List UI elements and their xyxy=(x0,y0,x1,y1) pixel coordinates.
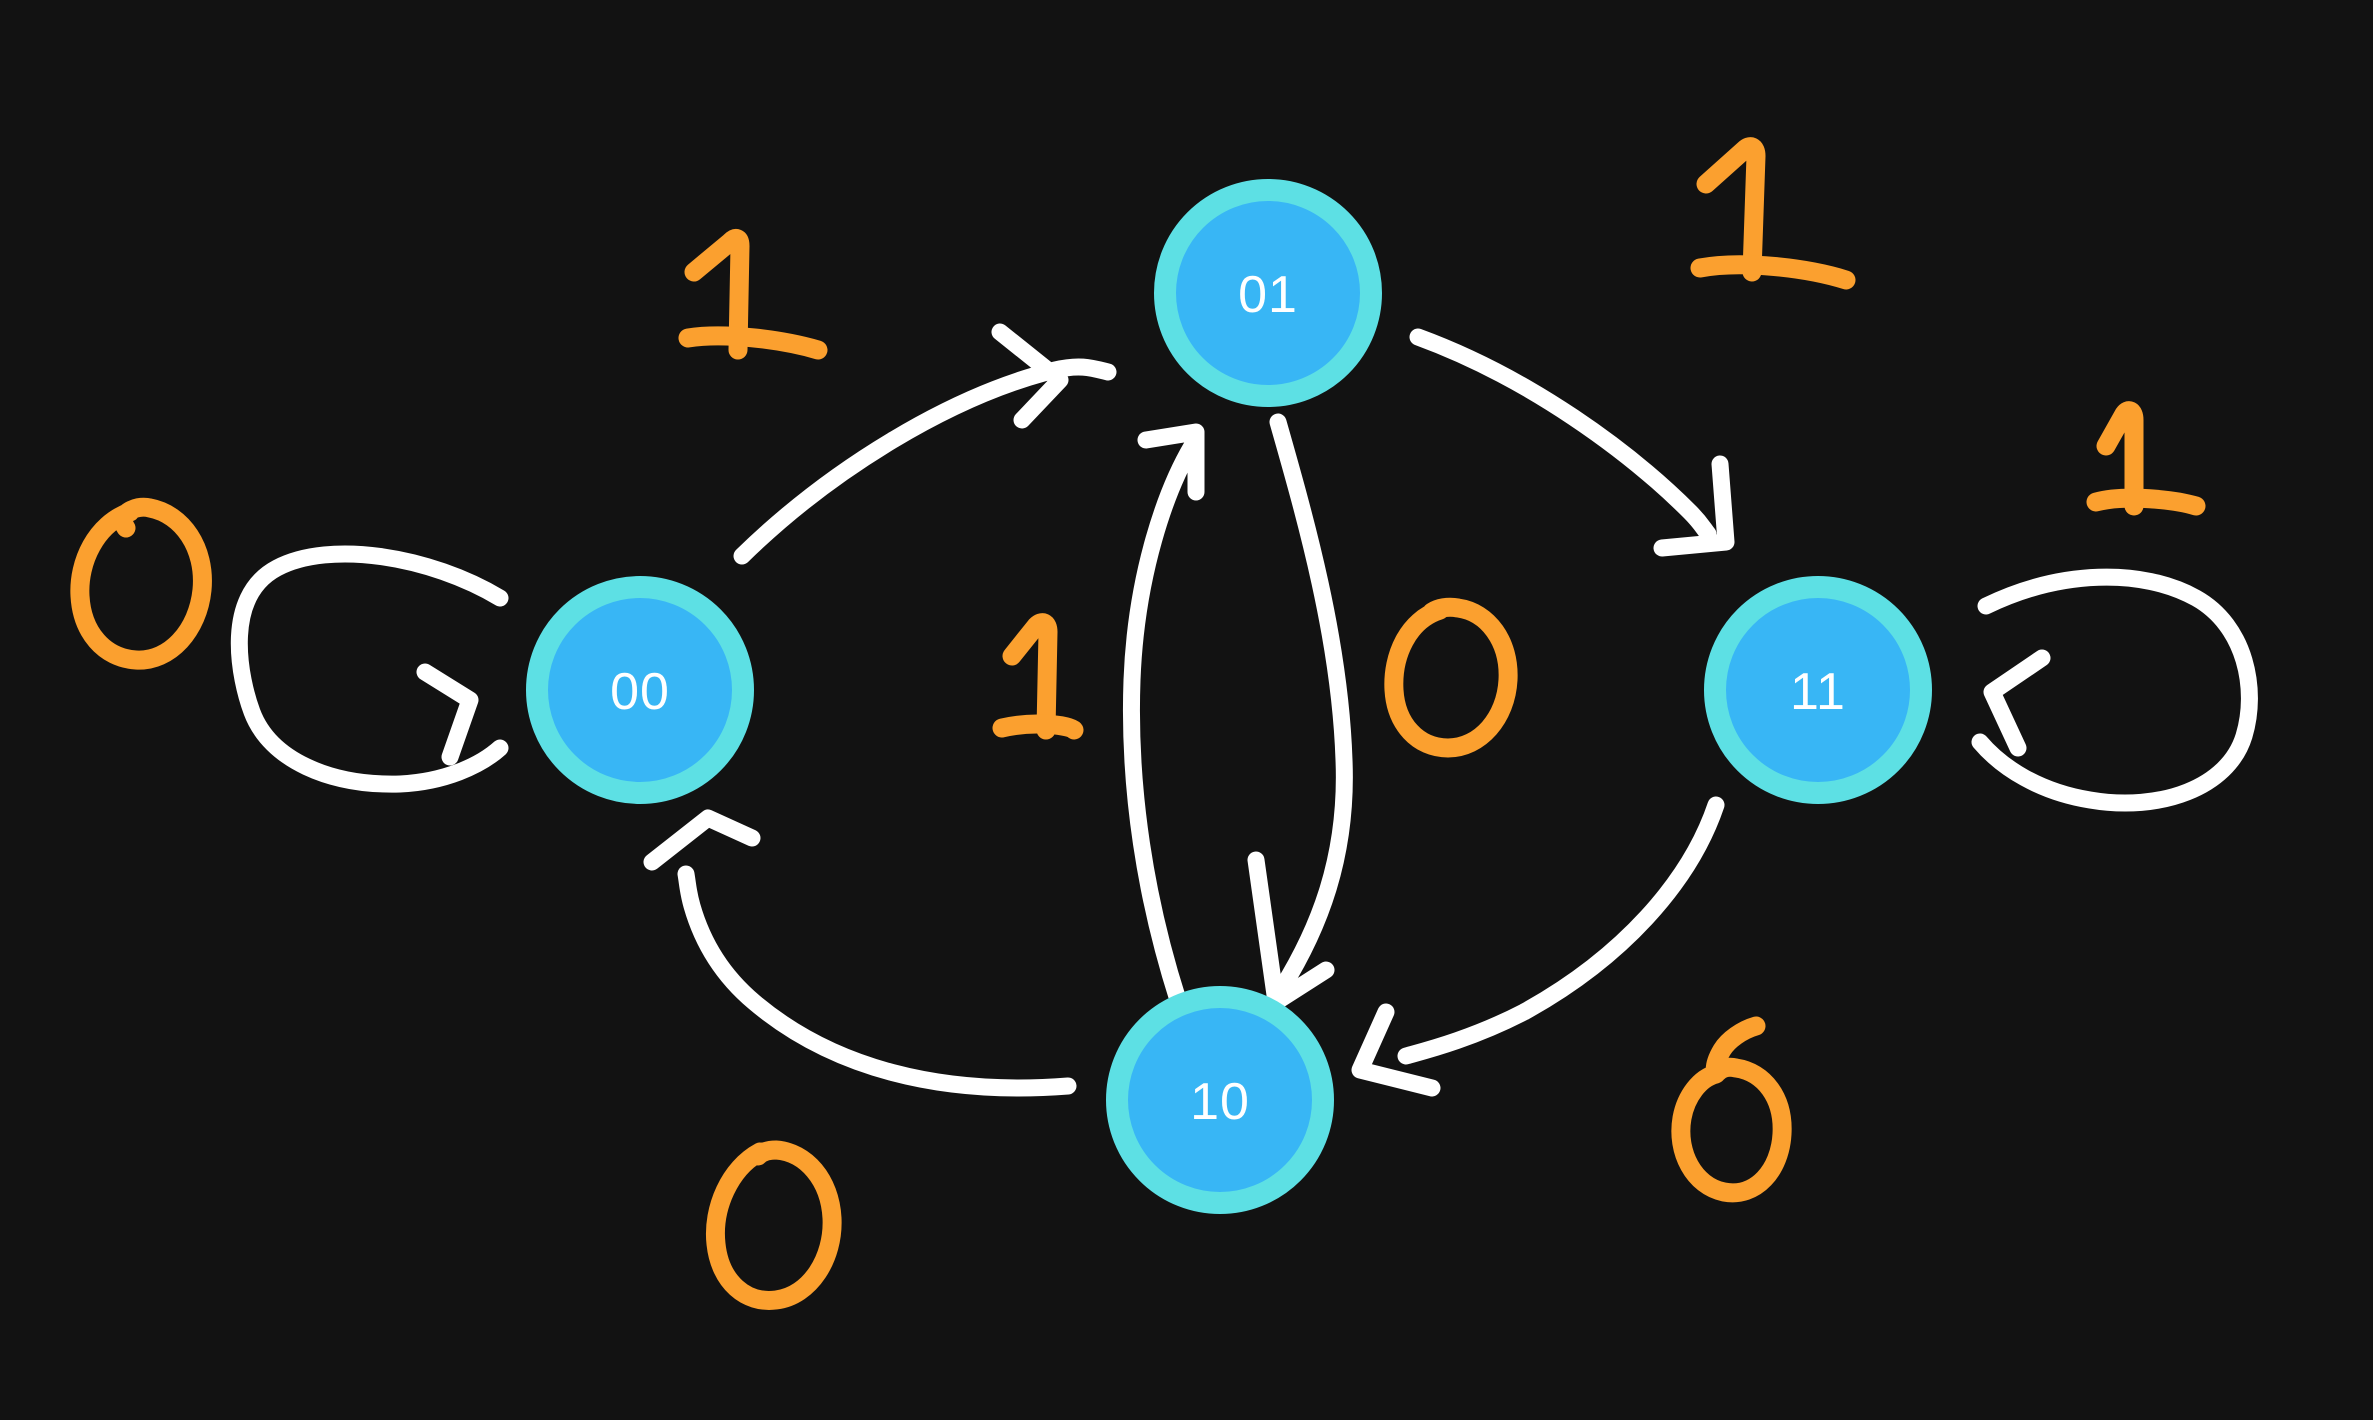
edge-label-01-to-11 xyxy=(1690,137,1856,290)
edge-label-00-self xyxy=(70,497,212,670)
state-node-00-circle[interactable] xyxy=(526,576,754,804)
state-node-10[interactable]: 10 xyxy=(1106,986,1334,1214)
state-node-11-circle[interactable] xyxy=(1704,576,1932,804)
state-node-01-circle[interactable] xyxy=(1154,179,1382,407)
edge-10-to-01 xyxy=(1122,423,1205,1009)
edge-00-to-01 xyxy=(733,323,1117,565)
edge-label-11-self xyxy=(2086,401,2206,516)
edge-label-00-to-01 xyxy=(678,229,828,360)
edge-label-10-to-00 xyxy=(705,1140,842,1310)
edge-01-to-10 xyxy=(1247,413,1353,1011)
state-node-01[interactable]: 01 xyxy=(1154,179,1382,407)
state-node-10-label: 10 xyxy=(1190,1073,1250,1131)
edge-11-self-loop xyxy=(1971,568,2258,812)
edge-label-11-to-10 xyxy=(1671,1016,1792,1203)
state-node-00-label: 00 xyxy=(610,663,670,721)
edge-00-self-loop xyxy=(230,545,509,793)
state-node-01-label: 01 xyxy=(1238,266,1298,324)
edge-11-to-10 xyxy=(1351,796,1725,1097)
state-node-10-circle[interactable] xyxy=(1106,986,1334,1214)
state-node-00[interactable]: 00 xyxy=(526,576,754,804)
edge-label-01-to-10 xyxy=(1384,597,1518,758)
edge-10-to-00 xyxy=(643,809,1077,1097)
edge-01-to-11 xyxy=(1409,328,1735,557)
state-node-11-label: 11 xyxy=(1790,663,1846,721)
state-node-11[interactable]: 11 xyxy=(1704,576,1932,804)
edge-label-10-to-01 xyxy=(992,613,1084,740)
